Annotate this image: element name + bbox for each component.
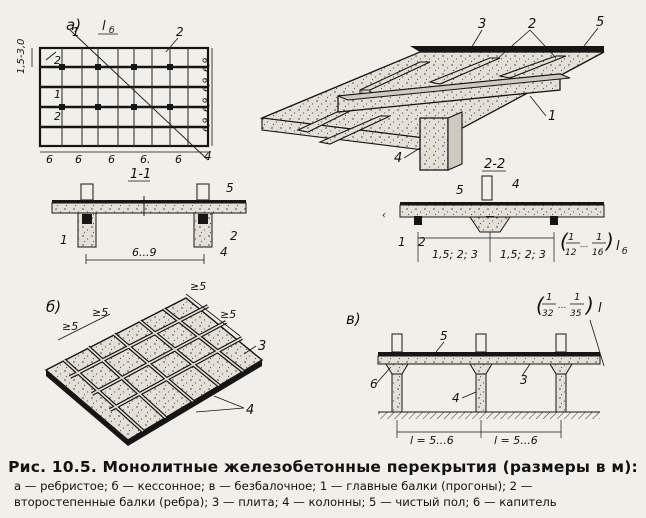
caption-title: Рис. 10.5. Монолитные железобетонные пер… xyxy=(8,458,638,476)
section-v-span-a: l = 5...6 xyxy=(410,434,454,447)
bay-label: 6 xyxy=(175,153,182,166)
frac-v-num-b: 1 xyxy=(574,292,580,303)
cut-line xyxy=(69,29,209,161)
iso-a-n4: 4 xyxy=(394,151,402,166)
frac-22-dash: ... xyxy=(580,240,589,250)
flat-slab xyxy=(377,355,601,365)
column xyxy=(419,117,449,171)
frac-22-num-a: 1 xyxy=(568,232,574,243)
section-v-n5: 5 xyxy=(440,329,448,343)
ribbed-floor-isometric: 3 2 5 1 4 xyxy=(259,15,605,171)
iso-b-n4: 4 xyxy=(246,403,254,418)
plan-bays-bottom: 6 6 6 6. 6 xyxy=(46,153,182,166)
frac-v-num-a: 1 xyxy=(546,292,552,303)
secondary-beams xyxy=(296,55,567,145)
plan-dim-top: l xyxy=(102,19,106,34)
plan-columns xyxy=(59,64,173,110)
bay-label: 6 xyxy=(108,153,115,166)
section-22-n5: 5 xyxy=(456,183,464,197)
frac-22-var: l xyxy=(616,239,620,254)
flat-columns xyxy=(391,373,567,413)
bay-label: 6 xyxy=(46,153,53,166)
iso-b-n3: 3 xyxy=(258,339,266,354)
section-1-1: 1-1 5 1 2 4 6...9 xyxy=(51,167,247,264)
coffered-floor-isometric: б) ≥5 ≥5 ≥5 xyxy=(44,280,266,446)
frac-v-var: l xyxy=(598,301,602,316)
iso-b-dim-c: ≥5 xyxy=(190,280,206,293)
section-v-n6: 6 xyxy=(370,377,378,391)
floor-finish xyxy=(410,46,604,52)
section-22-mark: ‹ xyxy=(382,210,386,221)
bay-label: 6,9 xyxy=(202,97,212,112)
section-22-span-a: 1,5; 2; 3 xyxy=(432,248,478,261)
plan-bays-right: 6,9 6,9 6,9 6,9 xyxy=(202,57,212,132)
section-22-n4: 4 xyxy=(512,177,520,191)
section-v-n3: 3 xyxy=(520,373,528,387)
iso-a-n5: 5 xyxy=(596,15,604,30)
flat-slab-finish xyxy=(378,352,600,356)
bay-label: 6,9 xyxy=(202,77,212,92)
paren: ( xyxy=(560,229,569,253)
iso-a-n3: 3 xyxy=(478,17,486,32)
section-v-span-b: l = 5...6 xyxy=(494,434,538,447)
paren: ) xyxy=(584,293,594,317)
capitals xyxy=(385,363,573,375)
section-11-n5: 5 xyxy=(226,181,234,195)
plan-num-1: 1 xyxy=(72,25,80,39)
bay-label: 6,9 xyxy=(202,57,212,72)
frac-22-den-b: 16 xyxy=(592,248,604,258)
frac-22-num-b: 1 xyxy=(596,232,602,243)
panel-label-a: а) xyxy=(66,16,81,34)
plan-dim-left: 1,5-3,0 xyxy=(16,39,27,74)
frac-v-den-a: 32 xyxy=(542,309,554,319)
bay-label: 6. xyxy=(140,153,151,166)
frac-22-sub: б xyxy=(622,247,628,257)
plan-dim-top-sub: б xyxy=(109,26,115,36)
frac-v-dash: ... xyxy=(558,301,567,311)
iso-b-dim-d: ≥5 xyxy=(220,308,236,321)
iso-a-n2: 2 xyxy=(528,17,536,32)
section-22-n2: 2 xyxy=(418,235,426,249)
section-2-2: 2-2 4 5 ‹ 1 2 1,5; 2; 3 1,5; 2; 3 ( 1 12… xyxy=(382,157,628,262)
plan-outline xyxy=(38,46,210,148)
flat-slab-section: в) ( 1 32 ... 1 35 ) l 5 6 xyxy=(346,292,605,447)
bay-label: 6 xyxy=(75,153,82,166)
section-v-n4: 4 xyxy=(452,391,460,405)
plan-secondary-beams xyxy=(61,48,189,146)
paren: ) xyxy=(604,229,614,253)
section-11-n2: 2 xyxy=(230,229,238,243)
plan-view: а) 2 1 2 l xyxy=(16,16,213,166)
bay-label: 6,9 xyxy=(202,117,212,132)
plan-num-2: 2 xyxy=(176,25,184,39)
section-22-n1: 1 xyxy=(398,235,406,249)
caption-legend: а — ребристое; б — кессонное; в — безбал… xyxy=(14,479,557,509)
plan-mark-2b: 2 xyxy=(54,110,61,123)
iso-a-n1: 1 xyxy=(548,109,556,124)
section-11-title: 1-1 xyxy=(130,167,151,182)
section-11-span: 6...9 xyxy=(132,246,157,259)
ground xyxy=(378,412,600,419)
panel-label-b: б) xyxy=(46,298,61,316)
panel-label-v: в) xyxy=(346,310,361,328)
plan-mark-1: 1 xyxy=(54,88,61,101)
plan-num-4: 4 xyxy=(204,149,212,163)
section-22-span-b: 1,5; 2; 3 xyxy=(500,248,546,261)
iso-b-dim-a: ≥5 xyxy=(62,320,78,333)
plan-main-beams xyxy=(40,65,208,129)
paren: ( xyxy=(536,293,545,317)
section-11-n1: 1 xyxy=(60,233,68,247)
section-22-title: 2-2 xyxy=(484,157,505,172)
plan-mark-2: 2 xyxy=(54,54,61,67)
iso-b-dim-b: ≥5 xyxy=(92,306,108,319)
frac-22-den-a: 12 xyxy=(565,248,577,258)
section-11-n4: 4 xyxy=(220,245,228,259)
frac-v-den-b: 35 xyxy=(570,309,582,319)
